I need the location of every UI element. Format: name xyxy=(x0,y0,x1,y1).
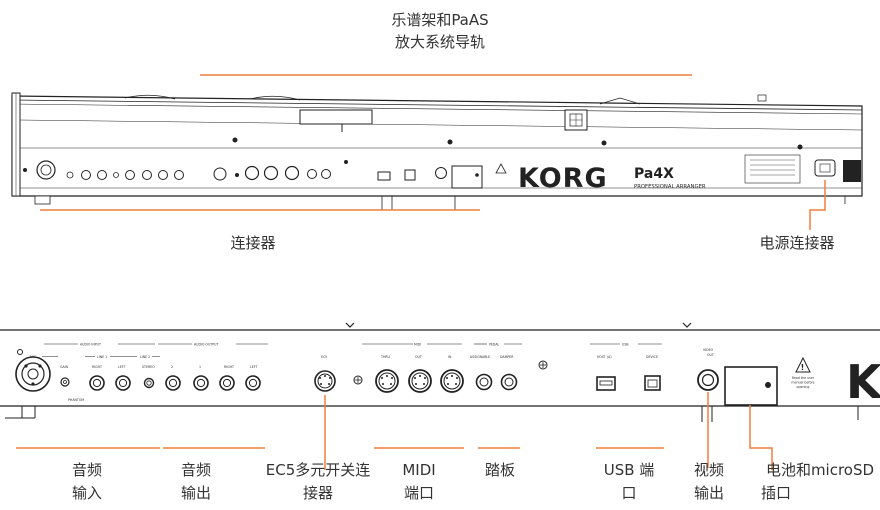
power-connector-leader xyxy=(809,180,826,230)
callout-music-stand-line2: 放大系统导轨 xyxy=(395,33,485,51)
callout-ec5-1: EC5多元开关连 xyxy=(266,461,371,479)
screw xyxy=(353,375,363,385)
callout-connectors: 连接器 xyxy=(230,234,275,252)
midi-ports xyxy=(375,369,464,393)
power-label xyxy=(744,154,801,184)
battery-microsd-cover xyxy=(724,366,778,406)
ce-mark xyxy=(843,160,861,182)
callout-power-connector: 电源连接器 xyxy=(759,234,834,252)
svg-text:1: 1 xyxy=(199,365,201,369)
svg-text:ASSIGNABLE: ASSIGNABLE xyxy=(470,355,490,359)
svg-text:DEVICE: DEVICE xyxy=(646,355,658,359)
callout-audio-output-2: 输出 xyxy=(181,484,211,502)
svg-text:2: 2 xyxy=(171,365,173,369)
pedal-jacks xyxy=(475,373,518,391)
svg-text:VIDEO: VIDEO xyxy=(703,348,714,352)
svg-text:AUDIO OUTPUT: AUDIO OUTPUT xyxy=(194,343,218,347)
svg-text:THRU: THRU xyxy=(380,355,391,359)
svg-text:OUT: OUT xyxy=(415,355,422,359)
callout-audio-input-1: 音频 xyxy=(72,461,102,479)
music-stand-slot xyxy=(299,109,373,125)
callout-battery-2: 插口 xyxy=(761,484,791,502)
callout-usb-1: USB 端 xyxy=(604,461,655,479)
callout-video-2: 输出 xyxy=(694,484,724,502)
svg-text:PHANTOM: PHANTOM xyxy=(68,398,84,402)
svg-text:EC5: EC5 xyxy=(321,355,327,359)
svg-text:PEDAL: PEDAL xyxy=(489,343,500,347)
svg-text:GAIN: GAIN xyxy=(60,365,69,369)
ec5-connector xyxy=(314,370,336,392)
callout-video-1: 视频 xyxy=(694,461,724,479)
svg-text:RIGHT: RIGHT xyxy=(224,365,234,369)
audio-output-jacks xyxy=(165,375,261,391)
screw xyxy=(538,360,548,370)
svg-text:OUT: OUT xyxy=(707,353,714,357)
callout-audio-input-2: 输入 xyxy=(72,484,102,502)
svg-text:!: ! xyxy=(801,363,805,372)
svg-text:IN: IN xyxy=(448,355,452,359)
svg-text:STEREO: STEREO xyxy=(142,365,155,369)
battery-leader xyxy=(749,405,773,470)
svg-text:AUDIO INPUT: AUDIO INPUT xyxy=(80,343,101,347)
svg-text:HOST (A): HOST (A) xyxy=(597,355,612,359)
callout-midi-1: MIDI xyxy=(402,461,435,479)
svg-text:opening: opening xyxy=(797,385,810,389)
svg-text:Read the user: Read the user xyxy=(792,376,815,380)
svg-text:LINE 2: LINE 2 xyxy=(140,355,150,359)
callout-ec5-2: 接器 xyxy=(303,484,333,502)
callout-audio-output-1: 音频 xyxy=(181,461,211,479)
svg-text:LEFT: LEFT xyxy=(118,365,126,369)
callout-music-stand-line1: 乐谱架和PaAS xyxy=(391,11,488,29)
svg-text:USB: USB xyxy=(622,343,629,347)
callout-pedal: 踏板 xyxy=(485,461,515,479)
bottom-panel-view: AUDIO INPUT AUDIO OUTPUT MIDI PEDAL USB … xyxy=(0,322,880,422)
warning-icon xyxy=(795,356,811,373)
callout-usb-2: 口 xyxy=(621,484,636,502)
korg-logo-partial: K xyxy=(846,355,880,409)
callout-battery-1: 电池和microSD xyxy=(766,461,874,479)
video-out-jack xyxy=(697,369,719,391)
svg-text:LINE 1: LINE 1 xyxy=(97,355,107,359)
callout-midi-2: 端口 xyxy=(404,484,434,502)
top-panel-view: KORG Pa4X PROFESSIONAL ARRANGER xyxy=(11,92,863,210)
svg-text:MIDI: MIDI xyxy=(414,343,421,347)
korg-logo: KORG xyxy=(518,163,608,194)
line-input-jacks xyxy=(89,375,155,391)
svg-text:LEFT: LEFT xyxy=(250,365,258,369)
svg-text:manual before: manual before xyxy=(791,381,814,385)
model-name: Pa4X xyxy=(634,166,674,182)
svg-text:RIGHT: RIGHT xyxy=(92,365,102,369)
usb-ports xyxy=(596,375,661,391)
model-subtitle: PROFESSIONAL ARRANGER xyxy=(634,184,706,190)
svg-text:DAMPER: DAMPER xyxy=(500,355,514,359)
